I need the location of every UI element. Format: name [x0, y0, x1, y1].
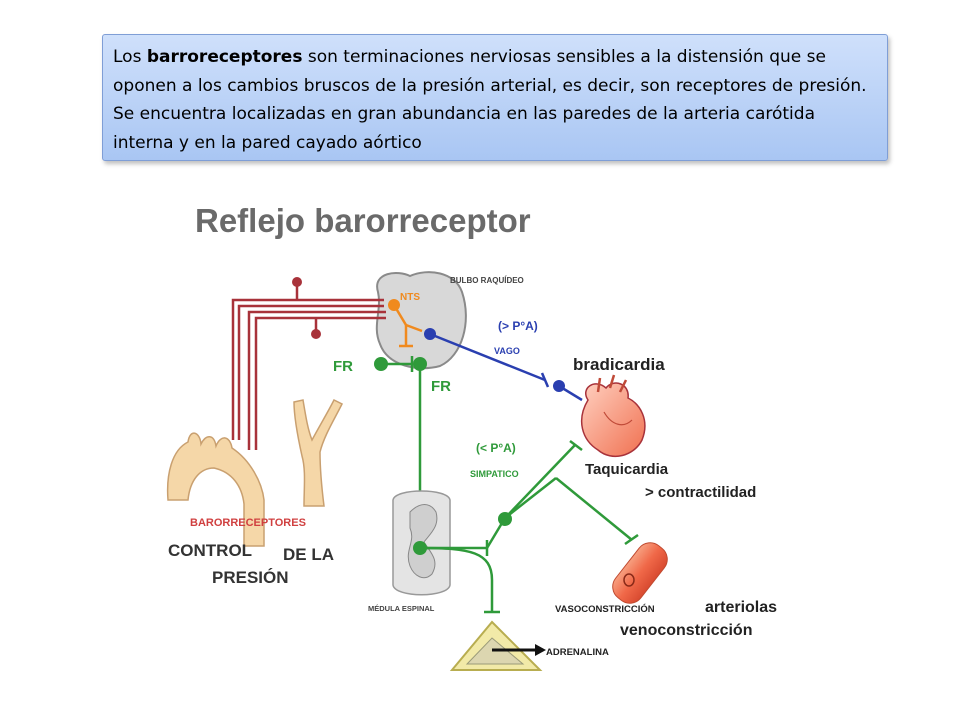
vasoconstriccion-label: VASOCONSTRICCIÓN: [555, 603, 655, 615]
aortic-arch-icon: [166, 432, 265, 547]
taquicardia-label: Taquicardia: [585, 461, 669, 478]
ganglion-node: [498, 512, 512, 526]
vessel-icon: [612, 542, 668, 604]
venoconstriccion-label: venoconstricción: [620, 622, 752, 639]
carotid-artery-icon: [293, 398, 344, 507]
info-callout: Los barroreceptores son terminaciones ne…: [102, 34, 888, 161]
diagram-title: Reflejo barorreceptor: [195, 202, 531, 239]
low-pa-label: (< P°A): [476, 441, 516, 455]
sympathetic-pathway: [419, 440, 639, 614]
barorreceptores-label: BARORRECEPTORES: [190, 517, 306, 529]
callout-text-rest: son terminaciones nerviosas sensibles a …: [113, 47, 867, 153]
bulbo-label: BULBO RAQUÍDEO: [450, 276, 524, 285]
medula-label: MÉDULA ESPINAL: [368, 604, 435, 613]
vago-label: VAGO: [494, 346, 520, 356]
vagus-nerve: [429, 332, 546, 382]
high-pa-label: (> P°A): [498, 319, 538, 333]
nts-label: NTS: [400, 292, 420, 303]
brainstem-shape: [375, 271, 467, 370]
de-la-label: DE LA: [283, 545, 334, 564]
arteriolas-label: arteriolas: [705, 599, 777, 616]
adrenalina-label: ADRENALINA: [546, 647, 609, 658]
afferent-node-2: [311, 329, 321, 339]
heart-icon: [580, 374, 646, 458]
callout-text-start: Los: [113, 47, 147, 67]
callout-keyword: barroreceptores: [146, 47, 303, 67]
fr-left-label: FR: [333, 358, 353, 375]
nts-connections: [392, 304, 423, 348]
fr-node-left: [374, 357, 388, 371]
simpatico-label: SIMPATICO: [470, 469, 519, 479]
afferent-pathway: [231, 286, 386, 450]
bradicardia-label: bradicardia: [573, 355, 665, 374]
presion-label: PRESIÓN: [212, 568, 289, 587]
control-label: CONTROL: [168, 541, 252, 560]
adrenal-gland-icon: [449, 620, 543, 671]
contractilidad-label: > contractilidad: [645, 484, 756, 501]
fr-right-label: FR: [431, 378, 451, 395]
afferent-node-1: [292, 277, 302, 287]
